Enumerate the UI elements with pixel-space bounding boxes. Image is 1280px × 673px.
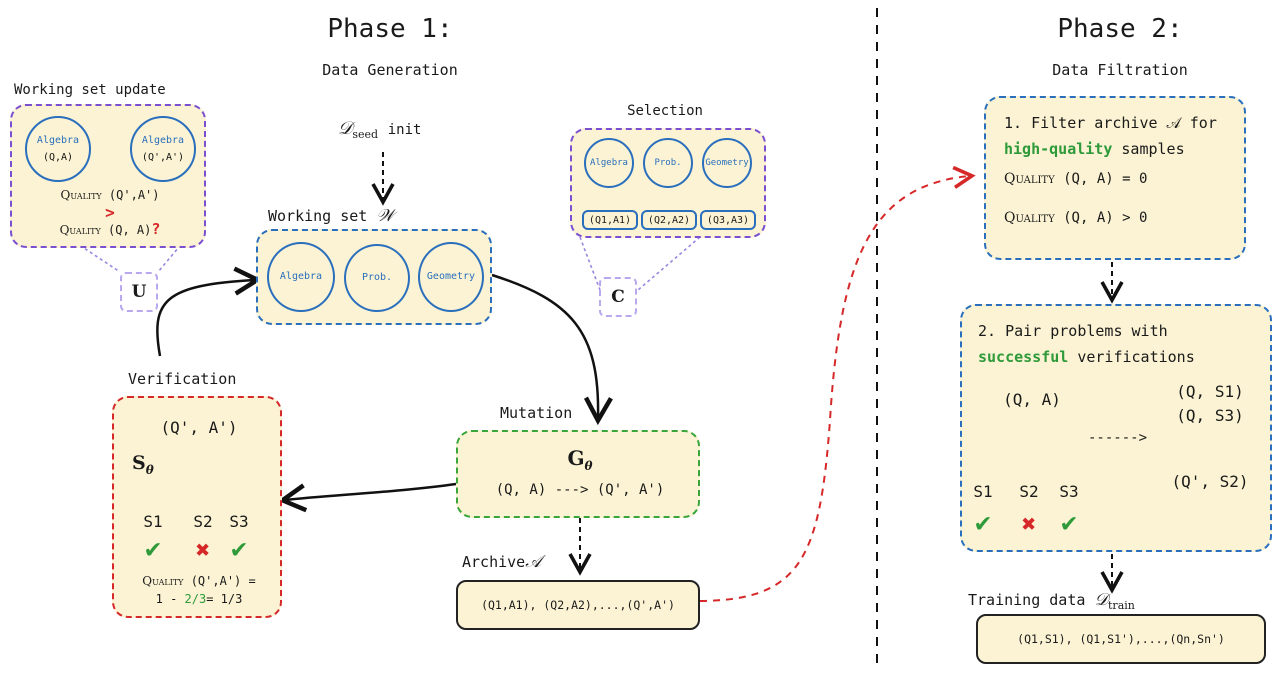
pair-check-icon-1: ✔ — [975, 508, 991, 538]
ws-circle-prob: Prob. — [344, 244, 410, 312]
sel-circle-geometry: Geometry — [702, 138, 752, 188]
verification-pair: (Q', A') — [160, 418, 238, 437]
pair-kept-1: (Q, S1) — [1176, 382, 1244, 401]
sel-circle-algebra: Algebra — [584, 138, 634, 188]
to-verification-arrow — [277, 482, 457, 513]
ws-circle-geometry: Geometry — [418, 242, 484, 312]
ws-circle-algebra: Algebra — [267, 242, 335, 312]
archive-title: Archive𝒜 — [462, 552, 542, 572]
selection-title: Selection — [627, 103, 703, 119]
update-right-circle: Algebra(Q',A') — [130, 116, 196, 182]
archive-content: (Q1,A1), (Q2,A2),...,(Q',A') — [481, 598, 675, 612]
pair-check-icon-2: ✔ — [1061, 508, 1077, 538]
pair-crossed: (Q', S2) — [1171, 472, 1249, 491]
verification-check-icon-2: ✔ — [231, 534, 247, 564]
pair-s3: S3 — [1059, 482, 1079, 501]
pair-box: 2. Pair problems with successful verific… — [960, 304, 1272, 552]
pair-line1: 2. Pair problems with — [978, 322, 1168, 340]
working-set-update-title: Working set update — [14, 82, 166, 98]
pair-kept-2: (Q, S3) — [1176, 406, 1244, 425]
c-tag-connector — [579, 236, 701, 291]
sel-pair-1: (Q1,A1) — [582, 210, 638, 230]
verification-box: (Q', A') Sθ S1 S2 S3 ✔ ✖ ✔ Quality (Q',A… — [112, 396, 282, 618]
selection-box: Algebra Prob. Geometry (Q1,A1) (Q2,A2) (… — [570, 128, 766, 238]
training-box: (Q1,S1), (Q1,S1'),...,(Qn,Sn') — [976, 614, 1266, 664]
selection-tag: C — [599, 277, 637, 317]
mutation-model: Gθ — [567, 446, 593, 473]
update-gt: > — [105, 203, 115, 222]
filter-box: 1. Filter archive 𝒜 for high-quality sam… — [984, 96, 1246, 260]
seed-label: 𝒟seed init — [338, 118, 422, 142]
filter-crossed: Quality (Q, A) = 0 — [1004, 171, 1148, 187]
archive-box: (Q1,A1), (Q2,A2),...,(Q',A') — [456, 580, 700, 630]
phase2-title: Phase 2: — [1057, 14, 1183, 44]
phase2-subtitle: Data Filtration — [1052, 61, 1188, 79]
pair-line2: successful verifications — [978, 348, 1195, 366]
working-set-update-box: Algebra(Q,A) Algebra(Q',A') Quality (Q',… — [10, 104, 206, 248]
filter-line2: high-quality samples — [1004, 140, 1185, 158]
training-title: Training data 𝒟train — [968, 590, 1135, 612]
mutation-box: Gθ (Q, A) ---> (Q', A') — [456, 430, 700, 518]
pair-cross-icon: ✖ — [1021, 510, 1037, 538]
sel-circle-prob: Prob. — [643, 138, 693, 188]
verification-s1: S1 — [143, 512, 163, 531]
verification-quality: Quality (Q',A') = — [142, 574, 256, 588]
sel-pair-3: (Q3,A3) — [700, 210, 756, 230]
pair-s1: S1 — [973, 482, 993, 501]
verification-s3: S3 — [229, 512, 249, 531]
pair-arrow-text: ------> — [1088, 430, 1148, 446]
pair-qa: (Q, A) — [1003, 390, 1061, 409]
verification-check-icon-1: ✔ — [145, 534, 161, 564]
verification-title: Verification — [128, 370, 237, 388]
filter-kept: Quality (Q, A) > 0 — [1004, 210, 1148, 226]
to-working-set-arrow — [156, 266, 263, 357]
archive-to-filter-arrow — [699, 165, 976, 602]
update-tag: U — [120, 272, 158, 312]
verification-s2: S2 — [193, 512, 213, 531]
phase1-title: Phase 1: — [327, 14, 453, 44]
sel-pair-2: (Q2,A2) — [641, 210, 697, 230]
verification-cross-icon: ✖ — [195, 536, 211, 564]
filter-line1: 1. Filter archive 𝒜 for — [1004, 114, 1217, 132]
training-content: (Q1,S1), (Q1,S1'),...,(Qn,Sn') — [1017, 632, 1225, 646]
pair-s2: S2 — [1019, 482, 1039, 501]
update-left-circle: Algebra(Q,A) — [25, 116, 91, 182]
mutation-transform: (Q, A) ---> (Q', A') — [495, 482, 665, 498]
verification-formula: 1 - 2/3= 1/3 — [155, 592, 243, 606]
update-quality-old: Quality (Q, A)? — [59, 220, 161, 238]
update-quality-new: Quality (Q',A') — [60, 188, 160, 202]
verifier-symbol: Sθ — [132, 452, 154, 477]
phase1-subtitle: Data Generation — [322, 61, 458, 79]
mutation-title: Mutation — [500, 404, 573, 422]
working-set-box: Algebra Prob. Geometry — [256, 229, 492, 325]
to-mutation-arrow — [491, 273, 613, 426]
working-set-title: Working set 𝒲 — [268, 206, 395, 226]
